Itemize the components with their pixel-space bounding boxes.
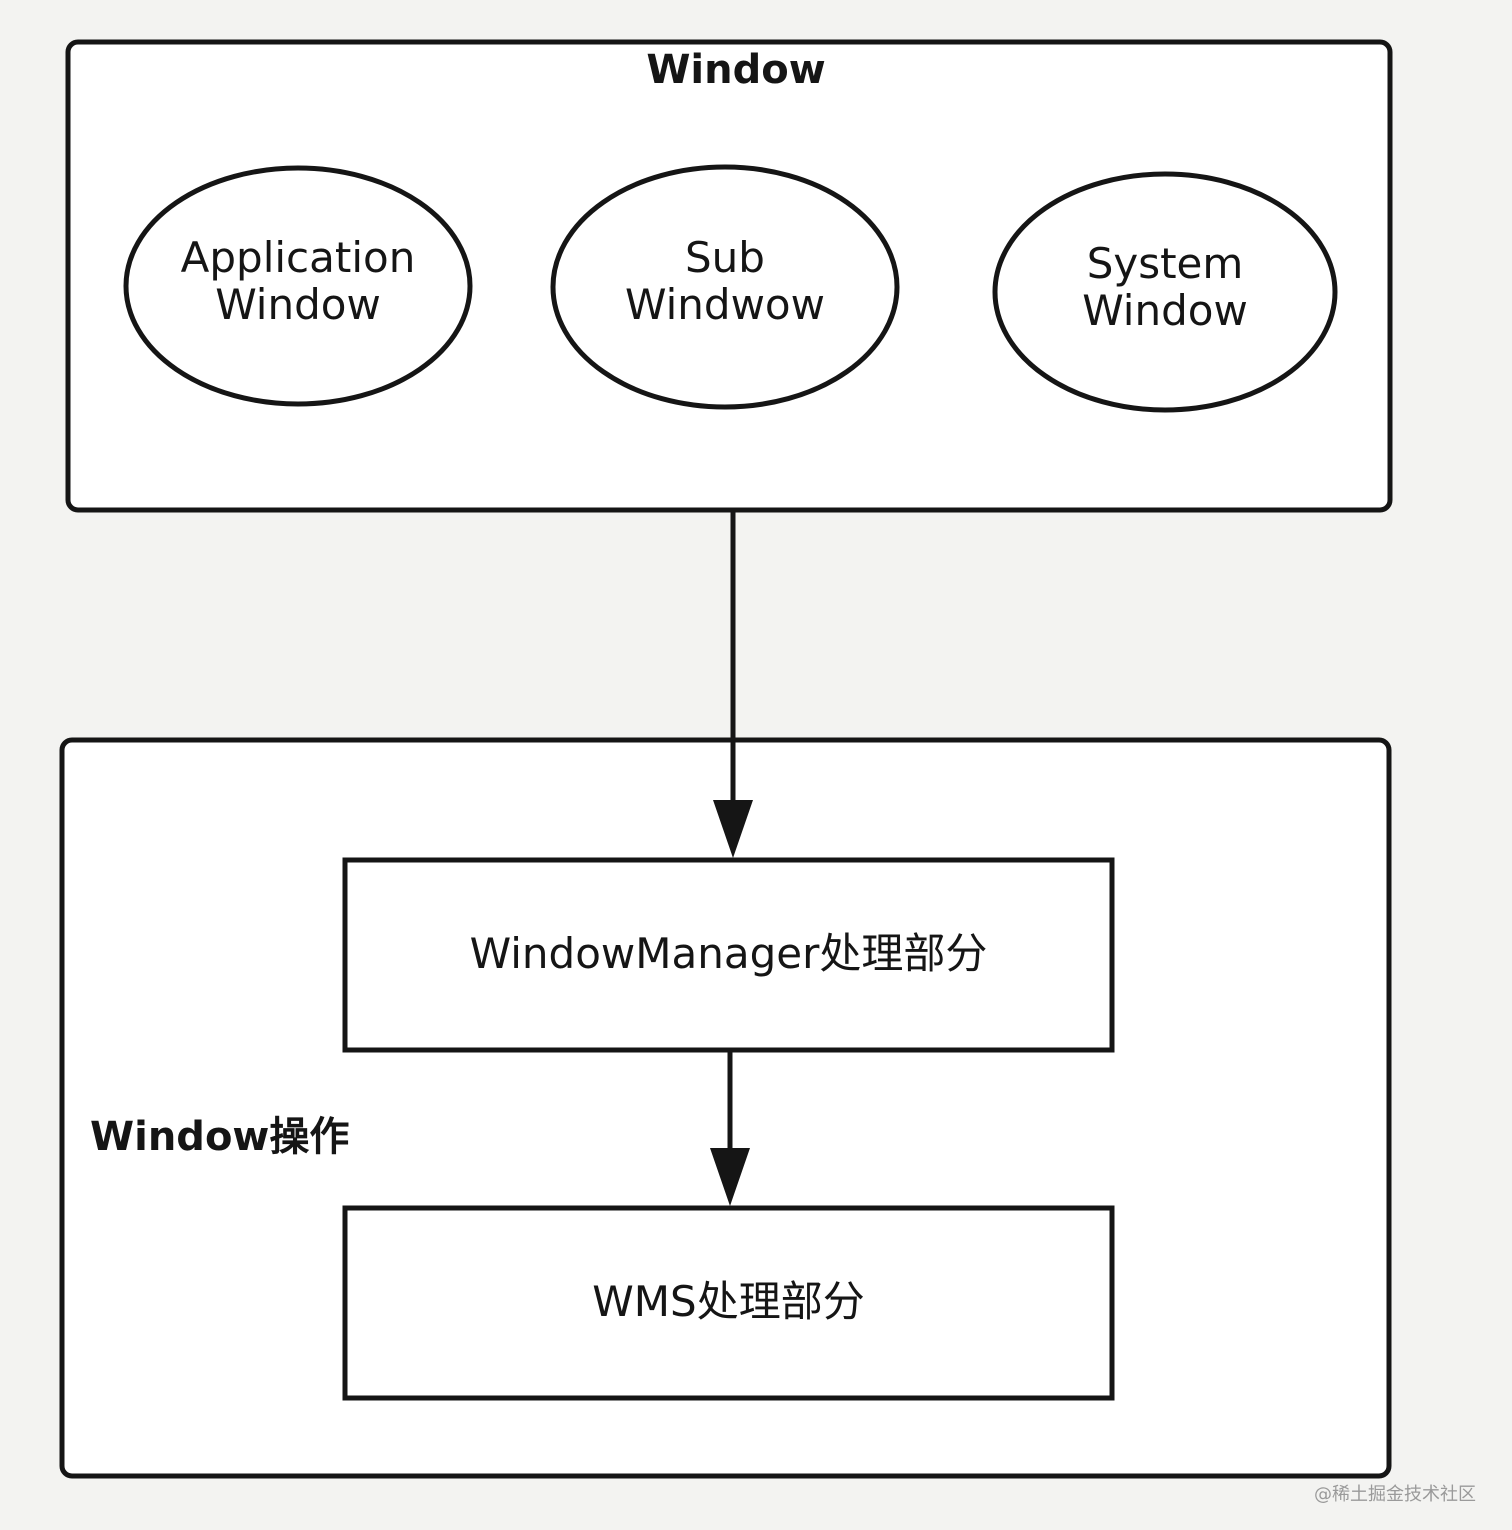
system-window-ellipse	[992, 171, 1338, 413]
sub-window-line2: Windwow	[625, 280, 825, 330]
system-window-label: System Window	[1015, 240, 1315, 334]
windowmanager-step-label: WindowManager处理部分	[469, 929, 988, 978]
arrow-windowmanager-to-wms-head	[710, 1148, 750, 1206]
application-window-line2: Window	[215, 280, 381, 330]
sub-window-line1: Sub	[685, 233, 765, 282]
application-window-label: Application Window	[148, 234, 448, 328]
watermark-text: @稀土掘金技术社区	[1314, 1484, 1476, 1505]
windowmanager-step-box	[342, 857, 1115, 1053]
operation-group-title: Window操作	[90, 1114, 350, 1160]
window-group-title: Window	[646, 47, 826, 93]
wms-step-box	[342, 1205, 1115, 1401]
arrow-window-to-windowmanager-head	[713, 800, 753, 858]
system-window-line1: System	[1086, 239, 1244, 288]
sub-window-label: Sub Windwow	[575, 234, 875, 328]
wms-step-label: WMS处理部分	[592, 1277, 865, 1326]
sub-window-ellipse	[550, 164, 900, 410]
application-window-line1: Application	[180, 233, 416, 282]
application-window-ellipse	[123, 165, 473, 407]
system-window-line2: Window	[1082, 286, 1248, 336]
